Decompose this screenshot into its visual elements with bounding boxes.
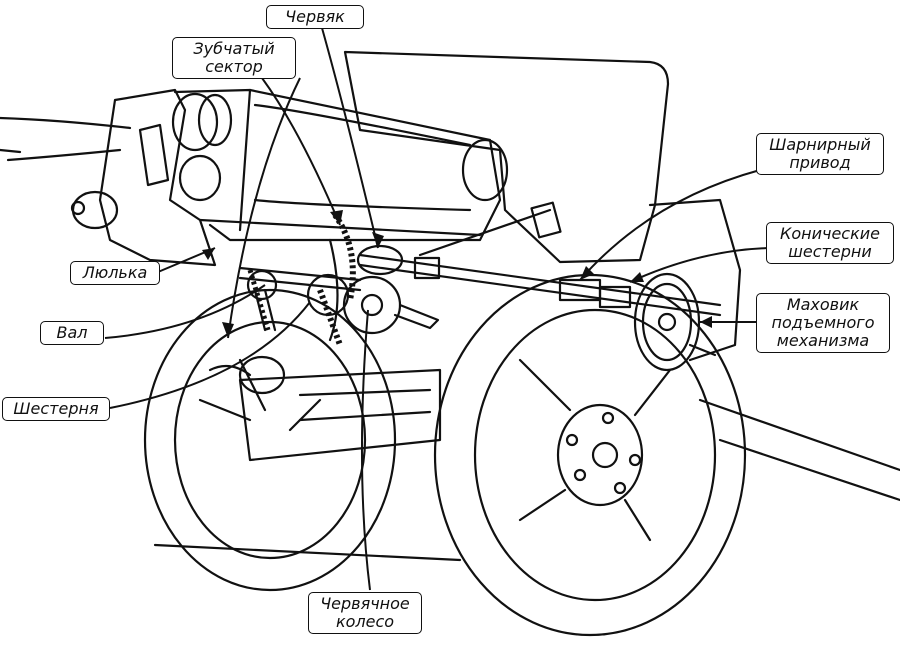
leader-worm-wheel	[360, 309, 371, 591]
leader-lines	[104, 27, 771, 591]
leader-bevel-gears	[629, 247, 771, 283]
shield-right-panel	[648, 198, 742, 362]
label-worm-wheel-line-1: Червячное	[320, 594, 410, 613]
label-worm-wheel: Червячное колесо	[308, 592, 422, 634]
label-handwheel-line-1: Маховик	[786, 295, 860, 314]
label-cradle: Люлька	[70, 261, 160, 285]
gun-carriage	[153, 355, 900, 562]
label-handwheel-line-2: подъемного	[771, 313, 875, 332]
label-shaft-text: Вал	[56, 323, 88, 342]
label-shaft: Вал	[40, 321, 104, 345]
label-bevel-gears-line-1: Конические	[779, 224, 880, 243]
label-hinged-drive-line-2: привод	[789, 153, 851, 172]
handwheel-drawing	[633, 272, 717, 372]
leader-pinion	[109, 301, 311, 409]
label-pinion: Шестерня	[2, 397, 110, 421]
label-worm-text: Червяк	[285, 7, 345, 26]
gun-shield	[343, 50, 670, 264]
label-pinion-text: Шестерня	[13, 399, 99, 418]
label-worm: Червяк	[266, 5, 364, 29]
label-bevel-gears: Конические шестерни	[766, 222, 894, 264]
leader-arrowheads	[202, 210, 712, 338]
label-toothed-sector: Зубчатый сектор	[172, 37, 296, 79]
leader-shaft	[104, 284, 266, 339]
leader-sector-1	[261, 77, 341, 226]
label-worm-wheel-line-2: колесо	[335, 612, 395, 631]
label-hinged-drive: Шарнирный привод	[756, 133, 884, 175]
label-handwheel-line-3: механизма	[776, 331, 870, 350]
label-toothed-sector-line-1: Зубчатый	[193, 39, 275, 58]
label-toothed-sector-line-2: сектор	[205, 57, 263, 76]
label-cradle-text: Люлька	[82, 263, 148, 282]
cradle-body	[70, 88, 509, 267]
leader-hinged-drive	[579, 169, 761, 281]
leader-sector-2	[227, 77, 301, 339]
label-handwheel: Маховик подъемного механизма	[756, 293, 890, 353]
leader-worm	[321, 27, 379, 249]
left-wheel	[143, 288, 397, 592]
label-bevel-gears-line-2: шестерни	[788, 242, 872, 261]
label-hinged-drive-line-1: Шарнирный	[769, 135, 871, 154]
